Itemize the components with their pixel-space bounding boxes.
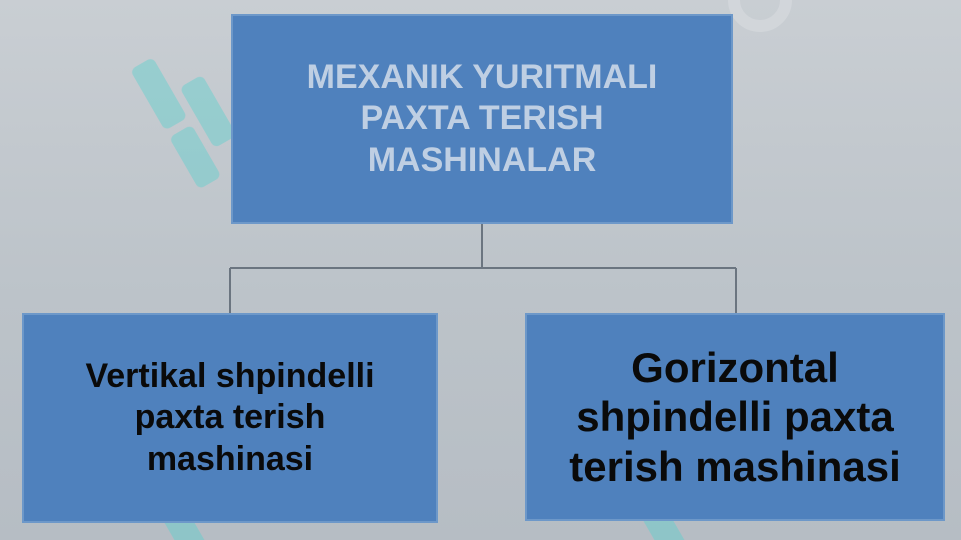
child-node-horizontal: Gorizontal shpindelli paxta terish mashi… (525, 313, 945, 521)
root-node-label: MEXANIK YURITMALI PAXTA TERISH MASHINALA… (306, 57, 658, 179)
root-node-box: MEXANIK YURITMALI PAXTA TERISH MASHINALA… (231, 14, 733, 224)
child-node-horizontal-label: Gorizontal shpindelli paxta terish mashi… (569, 344, 901, 490)
child-node-vertical-label: Vertikal shpindelli paxta terish mashina… (85, 356, 375, 478)
child-node-vertical: Vertikal shpindelli paxta terish mashina… (22, 313, 438, 523)
